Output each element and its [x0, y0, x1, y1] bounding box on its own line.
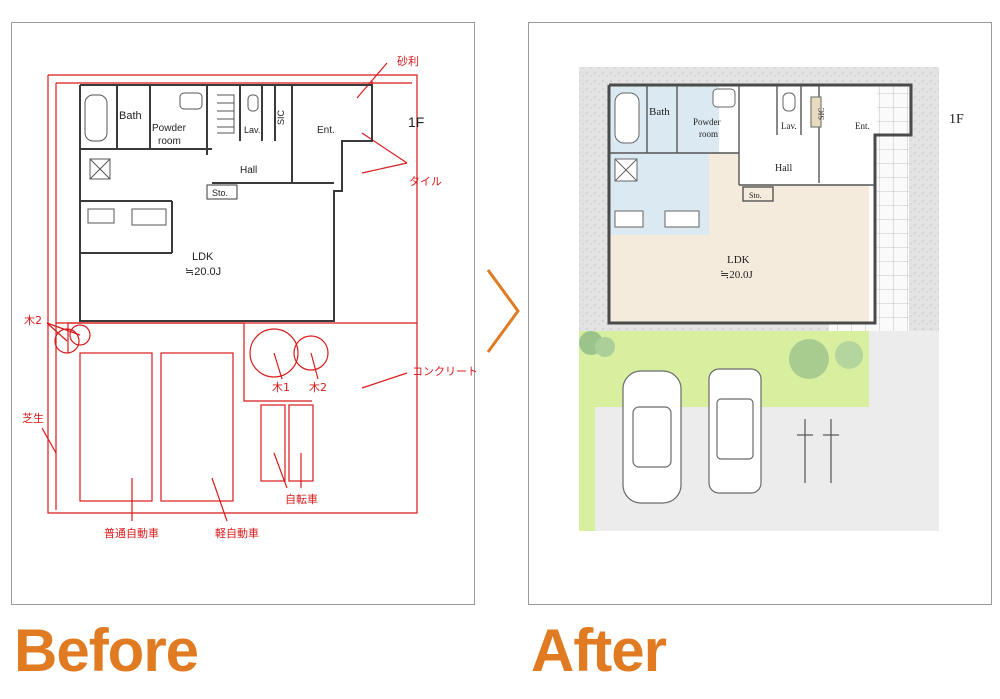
bicycle-space-1 [260, 404, 286, 482]
sink-icon [179, 92, 203, 110]
bicycle-note: 自転車 [285, 492, 318, 506]
gravel-note: 砂利 [397, 55, 419, 68]
stairs-icon [217, 94, 235, 134]
cars [622, 368, 762, 504]
tree-circle-a [54, 328, 80, 354]
tree2-left-note: 木2 [24, 314, 42, 327]
kitchen-sink-icon [131, 208, 167, 226]
fixtures [84, 92, 259, 226]
powder-label-1: Powder [152, 123, 187, 134]
sto-label: Sto. [212, 188, 228, 198]
bicycles [797, 419, 839, 483]
powder-label-2: room [158, 136, 181, 147]
ldk-area-label-after: ≒20.0J [720, 269, 753, 281]
floor-label: 1F [408, 114, 424, 130]
sic-label-after: SIC [817, 108, 826, 120]
house-walls [79, 84, 373, 322]
light-car-icon [708, 368, 762, 494]
powder-label-after-2: room [699, 129, 718, 139]
sto-label-after: Sto. [749, 191, 762, 200]
bathtub-icon [614, 92, 640, 144]
light-car-note: 軽自動車 [215, 526, 259, 540]
tree-2-circle [293, 335, 329, 371]
hall-label: Hall [240, 165, 257, 176]
regular-car-note: 普通自動車 [104, 526, 159, 540]
sink-icon [712, 88, 736, 108]
lot-outline [41, 62, 418, 522]
kitchen-sink-icon [664, 210, 700, 228]
ent-label: Ent. [317, 125, 335, 136]
ldk-label: LDK [192, 251, 214, 263]
hall-label-after: Hall [775, 163, 792, 174]
bath-label-after: Bath [649, 106, 670, 118]
ldk-label-after: LDK [727, 254, 750, 266]
lawn-note: 芝生 [22, 411, 44, 425]
tile-note: タイル [409, 175, 442, 188]
floor-label-after: 1F [949, 112, 964, 127]
trees [579, 331, 863, 379]
after-floor-plan-rendered: Bath Powder room Lav. SIC Ent. Hall Sto.… [579, 67, 964, 531]
sic-label: SIC [276, 109, 286, 125]
lav-label: Lav. [244, 125, 260, 135]
stove-icon [87, 208, 115, 224]
chevron-right-icon [486, 269, 520, 353]
lav-label-after: Lav. [781, 121, 797, 131]
ent-label-after: Ent. [855, 121, 870, 131]
tree1-note: 木1 [272, 381, 290, 394]
concrete-note: コンクリート [412, 365, 476, 378]
tree2-right-note: 木2 [309, 381, 327, 394]
before-caption: Before [14, 617, 199, 684]
regular-car-icon [622, 370, 682, 504]
shoe-closet-icon [810, 96, 822, 128]
tree-circle-b [69, 324, 91, 346]
ldk-area-label: ≒20.0J [185, 266, 221, 278]
before-panel: Bath Powder room Lav. SIC Ent. Hall Sto.… [11, 22, 476, 605]
before-floor-plan-sketch: Bath Powder room Lav. SIC Ent. Hall Sto.… [22, 55, 476, 540]
bathtub-icon [84, 94, 108, 142]
after-panel: Bath Powder room Lav. SIC Ent. Hall Sto.… [528, 22, 992, 605]
house-walls-after [607, 83, 913, 325]
stove-icon [614, 210, 644, 228]
toilet-icon [247, 94, 259, 112]
after-caption: After [531, 617, 667, 684]
tree-1-circle [249, 328, 299, 378]
bath-label: Bath [119, 110, 142, 122]
regular-car-space [79, 352, 153, 502]
toilet-icon [782, 92, 796, 112]
ldk-floor [609, 153, 869, 323]
light-car-space [160, 352, 234, 502]
powder-label-after-1: Powder [693, 117, 721, 127]
